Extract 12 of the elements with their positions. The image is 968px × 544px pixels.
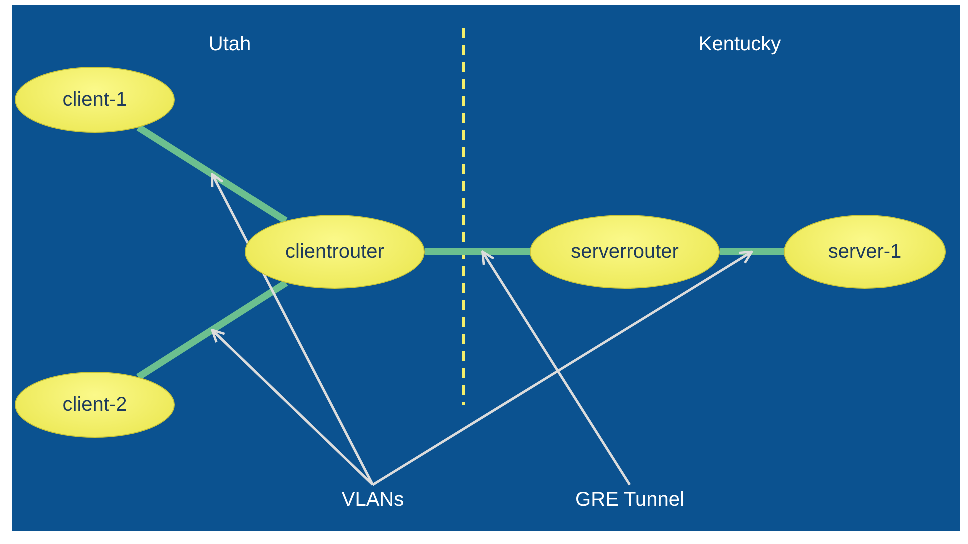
callout-text: VLANs <box>328 485 418 515</box>
leader-line <box>482 250 632 486</box>
network-link <box>136 280 288 380</box>
leader-line <box>372 250 754 486</box>
leader-line <box>211 329 374 486</box>
leader-line <box>211 173 374 486</box>
callout-text: GRE Tunnel <box>560 485 700 515</box>
region-label: Utah <box>208 34 252 56</box>
network-link <box>720 248 784 256</box>
network-link <box>136 124 288 224</box>
region-label: Kentucky <box>698 34 782 56</box>
network-link <box>425 248 530 256</box>
